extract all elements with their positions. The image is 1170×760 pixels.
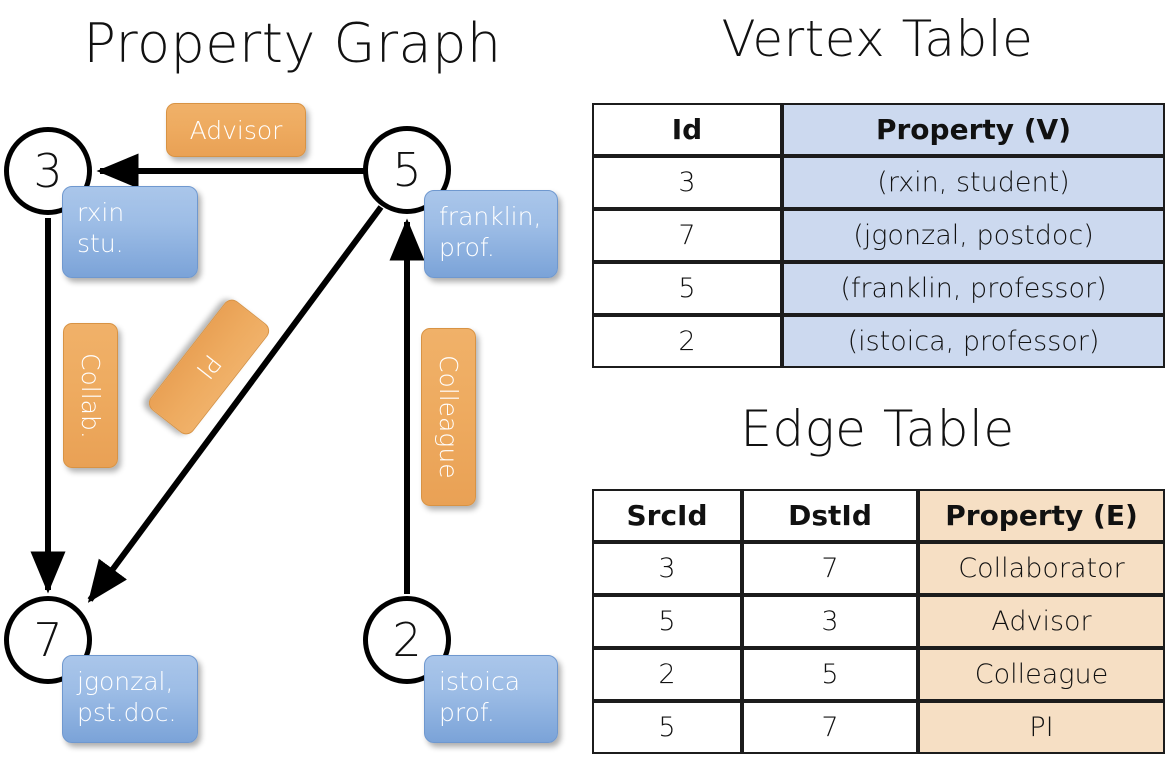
edge-label-collab[interactable]: Collab. <box>63 323 118 468</box>
table-row[interactable]: 2 (istoica, professor) <box>592 315 1165 368</box>
node-property-box-2[interactable]: istoica prof. <box>424 655 558 743</box>
edge-cell-property: Advisor <box>918 595 1165 648</box>
node-property-7-line1: jgonzal, <box>77 667 174 696</box>
table-row[interactable]: 2 5 Colleague <box>592 648 1165 701</box>
edge-cell-property: Collaborator <box>918 542 1165 595</box>
edge-cell-property: Colleague <box>918 648 1165 701</box>
node-property-3-line1: rxin <box>77 198 125 227</box>
edge-table-header-dstid: DstId <box>742 489 918 542</box>
edge-cell-dstid: 5 <box>742 648 918 701</box>
edge-label-advisor[interactable]: Advisor <box>166 103 306 157</box>
edge-table-header-srcid: SrcId <box>592 489 742 542</box>
node-property-5-line2: prof. <box>439 233 495 263</box>
edge-cell-property: PI <box>918 701 1165 754</box>
table-row[interactable]: 5 7 PI <box>592 701 1165 754</box>
node-property-box-7[interactable]: jgonzal, pst.doc. <box>62 655 198 743</box>
vertex-table: Id Property (V) 3 (rxin, student) 7 (jgo… <box>592 103 1165 368</box>
node-property-box-3[interactable]: rxin stu. <box>62 186 198 278</box>
table-row[interactable]: 5 3 Advisor <box>592 595 1165 648</box>
edge-cell-dstid: 7 <box>742 701 918 754</box>
page-title-vertex-table: Vertex Table <box>721 10 1034 68</box>
table-row[interactable]: 3 7 Collaborator <box>592 542 1165 595</box>
property-graph-diagram: 3 5 7 2 rxin stu. franklin, prof. jgonza… <box>4 103 558 743</box>
edge-table-header-row: SrcId DstId Property (E) <box>592 489 1165 542</box>
page-title-property-graph: Property Graph <box>83 12 502 75</box>
edge-table: SrcId DstId Property (E) 3 7 Collaborato… <box>592 489 1165 754</box>
edge-cell-srcid: 5 <box>592 701 742 754</box>
vertex-cell-property: (istoica, professor) <box>782 315 1165 368</box>
vertex-cell-property: (rxin, student) <box>782 156 1165 209</box>
edge-cell-dstid: 7 <box>742 542 918 595</box>
edge-cell-srcid: 5 <box>592 595 742 648</box>
graph-edges-layer <box>30 153 425 603</box>
vertex-cell-property: (jgonzal, postdoc) <box>782 209 1165 262</box>
graph-node-5[interactable]: 5 <box>363 126 451 214</box>
edge-label-colleague[interactable]: Colleague <box>421 328 476 506</box>
table-row[interactable]: 5 (franklin, professor) <box>592 262 1165 315</box>
edge-cell-dstid: 3 <box>742 595 918 648</box>
node-property-2-line2: prof. <box>439 698 495 728</box>
edge-cell-srcid: 3 <box>592 542 742 595</box>
edge-cell-srcid: 2 <box>592 648 742 701</box>
node-property-box-5[interactable]: franklin, prof. <box>424 190 558 278</box>
graph-node-7-label: 7 <box>33 613 63 667</box>
vertex-cell-id: 2 <box>592 315 782 368</box>
node-property-7-line2: pst.doc. <box>77 698 177 728</box>
node-property-2-line1: istoica <box>439 667 521 696</box>
edge-table-header-property: Property (E) <box>918 489 1165 542</box>
graph-node-2-label: 2 <box>392 613 422 667</box>
vertex-table-header-id: Id <box>592 103 782 156</box>
graph-node-5-label: 5 <box>392 143 422 197</box>
vertex-cell-id: 7 <box>592 209 782 262</box>
vertex-table-header-property: Property (V) <box>782 103 1165 156</box>
vertex-cell-id: 3 <box>592 156 782 209</box>
edge-5-to-7 <box>87 205 384 603</box>
node-property-3-line2: stu. <box>77 229 124 259</box>
table-row[interactable]: 3 (rxin, student) <box>592 156 1165 209</box>
table-row[interactable]: 7 (jgonzal, postdoc) <box>592 209 1165 262</box>
vertex-cell-property: (franklin, professor) <box>782 262 1165 315</box>
graph-node-3-label: 3 <box>33 144 63 198</box>
node-property-5-line1: franklin, <box>439 202 542 231</box>
vertex-cell-id: 5 <box>592 262 782 315</box>
vertex-table-header-row: Id Property (V) <box>592 103 1165 156</box>
page-title-edge-table: Edge Table <box>740 400 1015 458</box>
graph-node-2[interactable]: 2 <box>363 596 451 684</box>
